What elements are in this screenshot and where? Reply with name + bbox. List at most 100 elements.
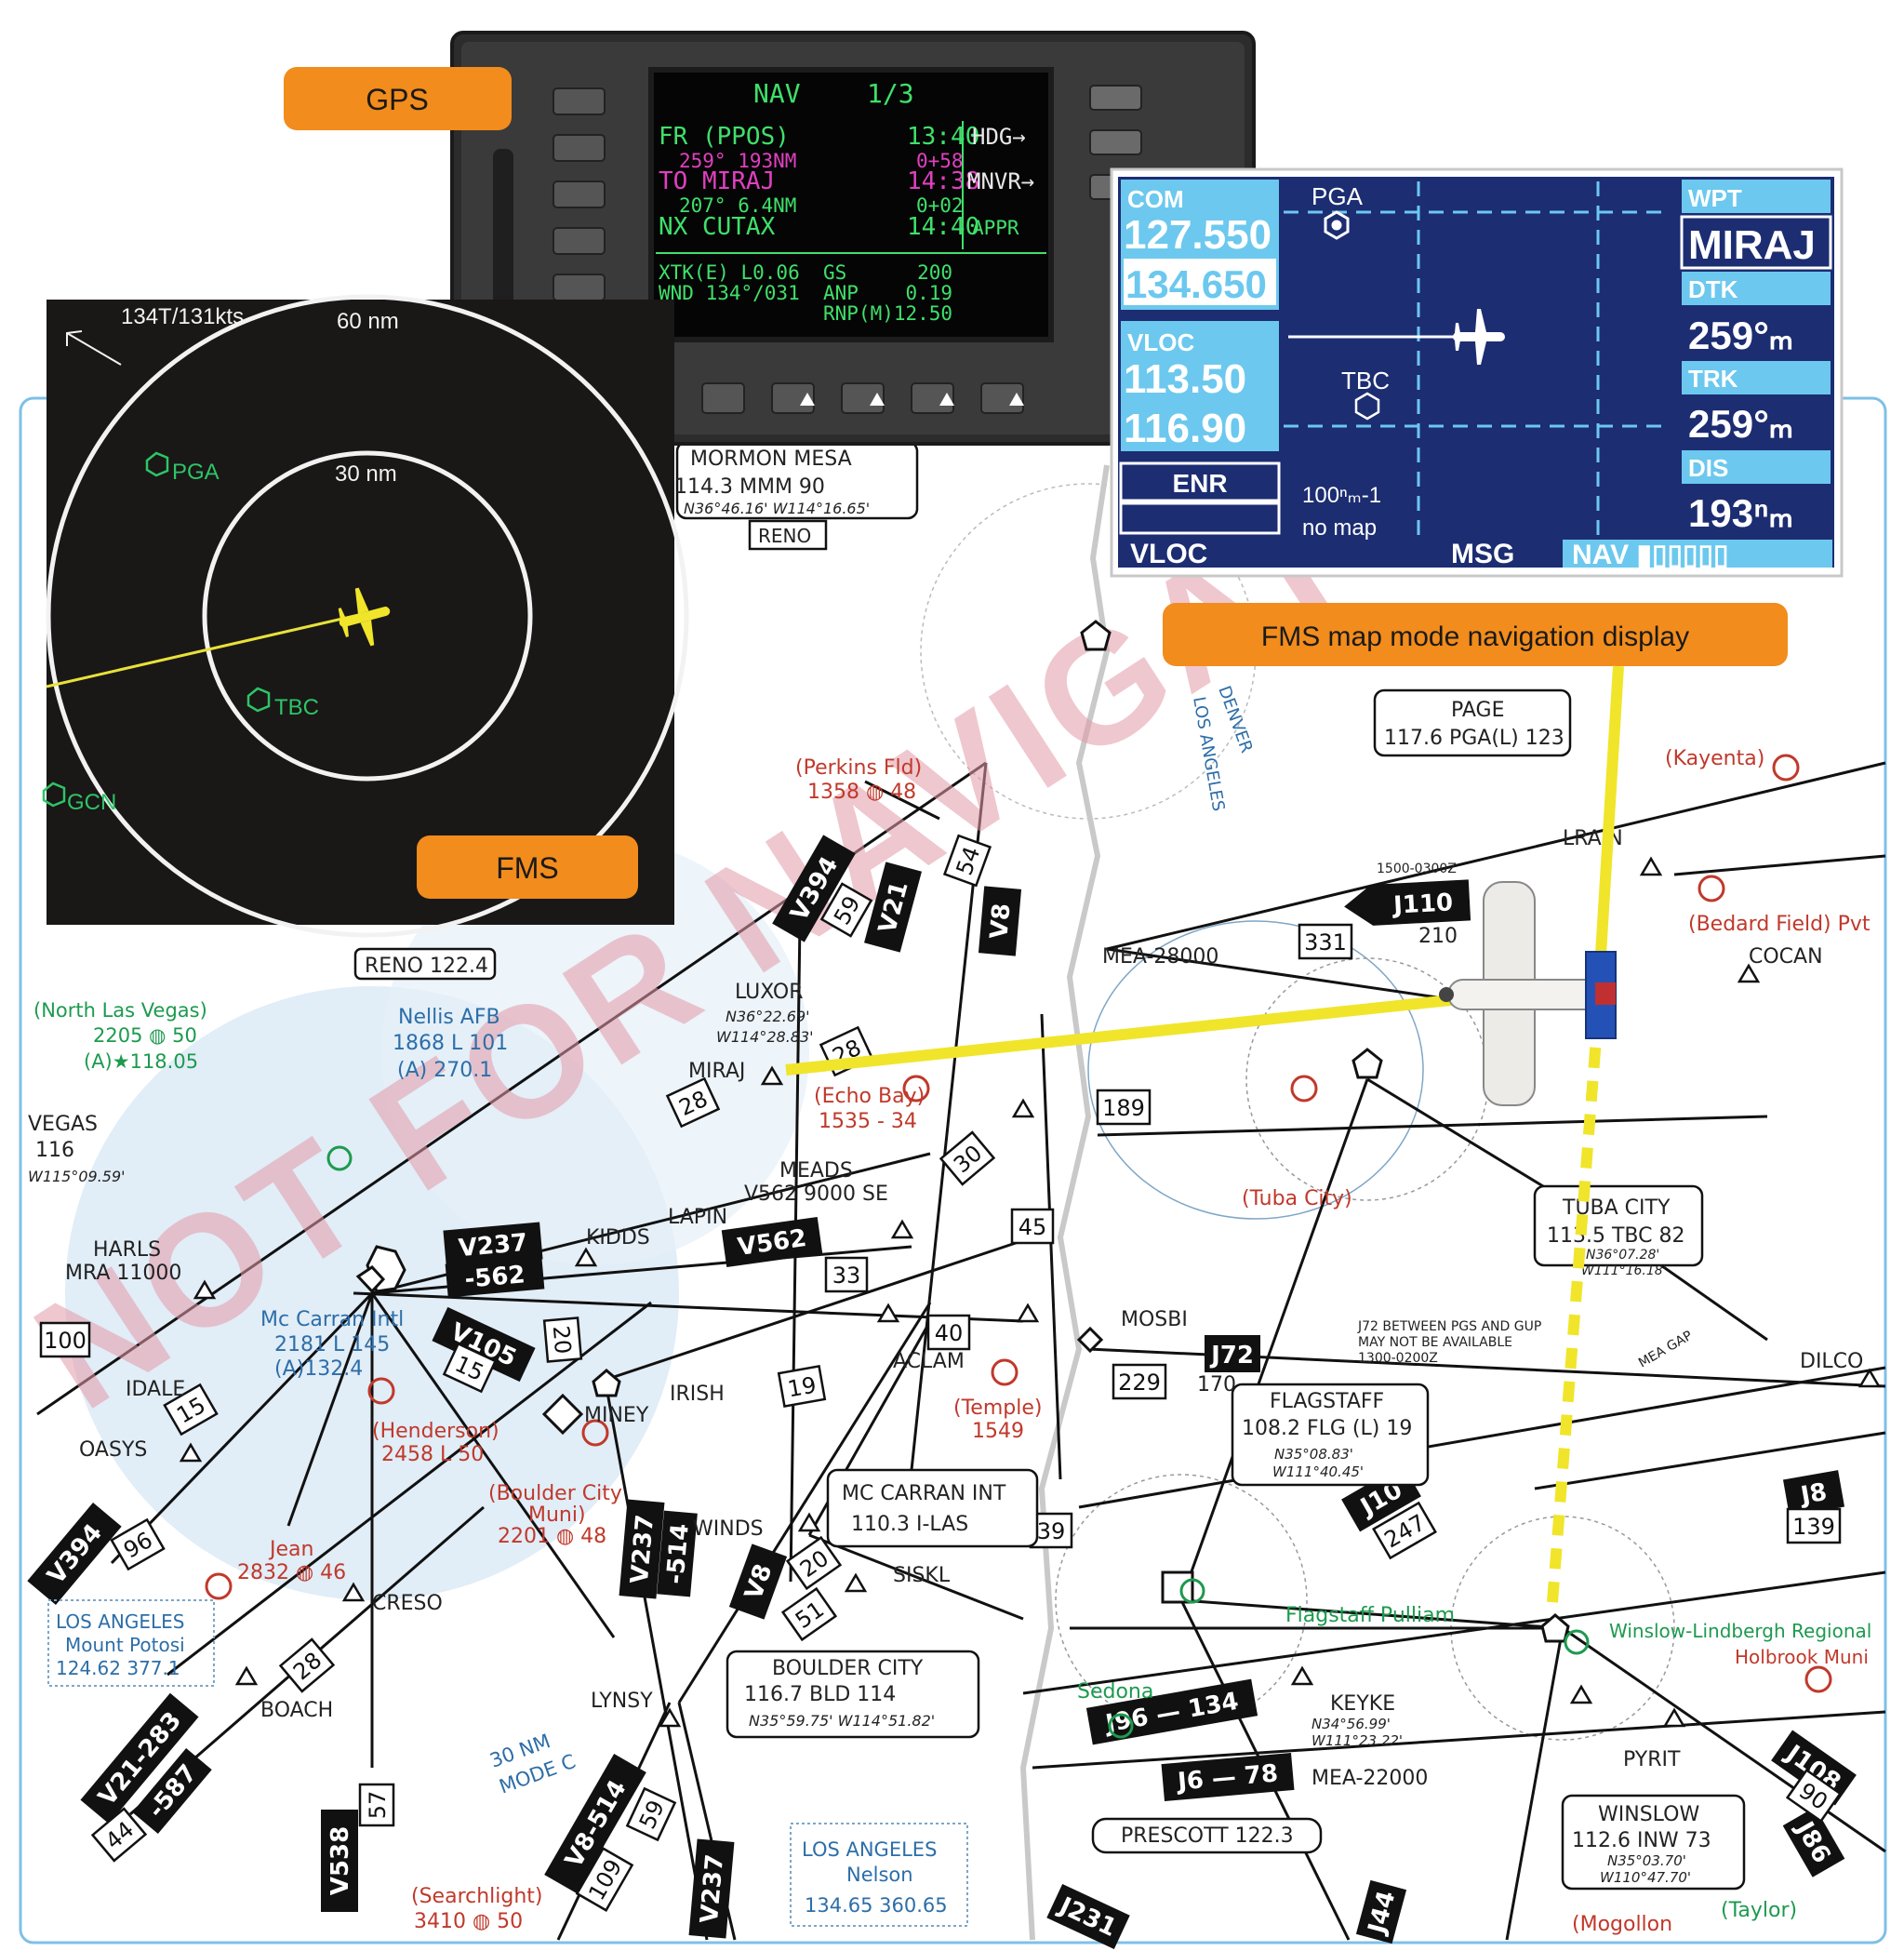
svg-text:116: 116 (35, 1139, 74, 1162)
svg-text:KIDDS: KIDDS (586, 1226, 650, 1249)
svg-text:W114°28.83': W114°28.83' (716, 1028, 814, 1046)
svg-text:0+58: 0+58 (916, 150, 964, 172)
svg-text:ACLAM: ACLAM (893, 1350, 965, 1373)
svg-text:40: 40 (935, 1320, 964, 1346)
svg-text:(Echo Bay): (Echo Bay) (814, 1085, 925, 1108)
gps-screen: NAV 1/3 FR (PPOS) 13:40 259° 193NM 0+58 … (656, 78, 1046, 325)
svg-text:(Searchlight): (Searchlight) (411, 1885, 543, 1908)
svg-text:(North Las Vegas): (North Las Vegas) (33, 999, 207, 1022)
svg-text:0+02: 0+02 (916, 194, 964, 217)
svg-text:(Perkins Fld): (Perkins Fld) (795, 756, 922, 780)
svg-text:NX CUTAX: NX CUTAX (659, 213, 776, 241)
svg-text:WPT: WPT (1688, 184, 1742, 212)
svg-text:1535 - 34: 1535 - 34 (819, 1110, 917, 1133)
svg-text:(A)132.4: (A)132.4 (274, 1357, 363, 1381)
svg-text:MAY NOT BE AVAILABLE: MAY NOT BE AVAILABLE (1358, 1335, 1512, 1350)
vor-icon (1324, 210, 1350, 240)
svg-text:39: 39 (1037, 1518, 1066, 1544)
svg-text:134.65 360.65: 134.65 360.65 (805, 1894, 948, 1917)
svg-text:20: 20 (548, 1325, 577, 1356)
airway-label: -514 (661, 1522, 695, 1584)
svg-text:IRISH: IRISH (670, 1383, 725, 1406)
vor-icon (42, 782, 66, 808)
svg-text:3410 ◍ 50: 3410 ◍ 50 (414, 1910, 523, 1933)
svg-text:19: 19 (786, 1372, 819, 1403)
svg-text:259°ₘ: 259°ₘ (1688, 402, 1793, 446)
svg-text:FR (PPOS): FR (PPOS) (659, 123, 790, 151)
airport-symbols (205, 754, 1832, 1693)
airplane-icon (1453, 309, 1505, 365)
svg-text:no map: no map (1302, 515, 1377, 541)
svg-text:1300-0200Z: 1300-0200Z (1358, 1351, 1438, 1366)
svg-text:PGA: PGA (1311, 182, 1364, 210)
svg-text:FLAGSTAFF: FLAGSTAFF (1270, 1390, 1384, 1413)
svg-text:(Tuba City): (Tuba City) (1242, 1187, 1352, 1210)
svg-text:W111°23.22': W111°23.22' (1311, 1732, 1403, 1749)
svg-text:FMS map mode navigation displa: FMS map mode navigation display (1261, 621, 1689, 652)
svg-text:116.7 BLD 114: 116.7 BLD 114 (744, 1683, 896, 1706)
svg-text:(Taylor): (Taylor) (1721, 1899, 1797, 1922)
svg-text:PAGE: PAGE (1451, 699, 1504, 722)
svg-text:1358 ◍ 48: 1358 ◍ 48 (807, 781, 916, 804)
svg-text:N35°03.70': N35°03.70' (1607, 1852, 1686, 1869)
svg-text:33: 33 (832, 1263, 861, 1289)
svg-text:112.6 INW 73: 112.6 INW 73 (1572, 1829, 1711, 1852)
svg-text:N36°46.16' W114°16.65': N36°46.16' W114°16.65' (684, 500, 870, 517)
svg-text:14:38: 14:38 (907, 167, 979, 195)
svg-text:100: 100 (44, 1328, 87, 1354)
track-lines (785, 665, 1624, 1615)
svg-text:(A)★118.05: (A)★118.05 (84, 1050, 198, 1073)
svg-text:14:40: 14:40 (907, 213, 979, 241)
svg-text:LOS ANGELES: LOS ANGELES (56, 1610, 184, 1633)
svg-text:BOACH: BOACH (260, 1699, 333, 1722)
svg-text:V562 9000 SE: V562 9000 SE (744, 1183, 888, 1206)
svg-text:1868 L 101: 1868 L 101 (393, 1032, 508, 1055)
svg-text:COM: COM (1127, 185, 1184, 213)
airway-label: J110 (1391, 889, 1453, 919)
svg-text:XTK(E) L0.06 GS 200: XTK(E) L0.06 GS 200 (659, 261, 952, 284)
svg-text:MEA-28000: MEA-28000 (1102, 945, 1218, 969)
svg-text:Nelson: Nelson (846, 1864, 913, 1886)
vor-icon (1354, 392, 1380, 421)
svg-text:189: 189 (1102, 1095, 1145, 1121)
navaid-boxes (353, 440, 1746, 1891)
svg-text:259°ₘ: 259°ₘ (1688, 314, 1793, 357)
svg-text:N35°08.83': N35°08.83' (1274, 1446, 1353, 1463)
svg-text:Holbrook Muni: Holbrook Muni (1735, 1646, 1869, 1668)
svg-text:MEA-22000: MEA-22000 (1311, 1767, 1428, 1790)
svg-text:IDALE: IDALE (126, 1378, 185, 1401)
svg-text:RENO: RENO (758, 525, 811, 547)
frequency-boxes (47, 1599, 968, 1927)
svg-text:MIRAJ: MIRAJ (688, 1060, 745, 1083)
svg-text:2832 ◍ 46: 2832 ◍ 46 (237, 1561, 346, 1584)
svg-text:117.6 PGA(L) 123: 117.6 PGA(L) 123 (1384, 727, 1564, 750)
svg-text:193ⁿₘ: 193ⁿₘ (1688, 491, 1793, 535)
svg-text:134.650: 134.650 (1125, 262, 1267, 306)
svg-text:W111°16.18': W111°16.18' (1581, 1263, 1667, 1278)
fms-label: FMS (417, 835, 638, 899)
svg-text:TRK: TRK (1688, 365, 1738, 393)
svg-text:HARLS: HARLS (93, 1238, 161, 1262)
svg-text:TBC: TBC (1341, 367, 1390, 394)
svg-text:1500-0300Z: 1500-0300Z (1377, 862, 1457, 876)
svg-text:(Kayenta): (Kayenta) (1665, 747, 1764, 770)
svg-text:DTK: DTK (1688, 275, 1738, 303)
svg-text:BOULDER CITY: BOULDER CITY (772, 1657, 924, 1680)
svg-text:WINSLOW: WINSLOW (1598, 1803, 1699, 1826)
svg-text:13:40: 13:40 (907, 123, 979, 151)
vor-icon (145, 451, 169, 477)
svg-text:J72 BETWEEN PGS AND GUP: J72 BETWEEN PGS AND GUP (1357, 1319, 1541, 1334)
svg-text:Sedona: Sedona (1077, 1680, 1153, 1704)
svg-text:MEADS: MEADS (779, 1159, 853, 1183)
mea-boxes: 59 54 28 28 30 45 33 40 15 15 20 96 28 4… (39, 834, 1843, 1912)
svg-text:(A) 270.1: (A) 270.1 (397, 1059, 492, 1082)
gps-label: GPS (284, 67, 512, 130)
svg-text:127.550: 127.550 (1124, 212, 1272, 258)
svg-text:VLOC: VLOC (1130, 539, 1207, 569)
svg-text:NAV: NAV (753, 78, 801, 109)
svg-text:1/3: 1/3 (867, 78, 914, 109)
chart-text: MORMON MESA 114.3 MMM 90 N36°46.16' W114… (28, 448, 1871, 1936)
svg-text:259° 193NM: 259° 193NM (679, 150, 796, 172)
svg-text:2201 ◍ 48: 2201 ◍ 48 (498, 1525, 606, 1548)
svg-text:MIRAJ: MIRAJ (1688, 222, 1816, 268)
